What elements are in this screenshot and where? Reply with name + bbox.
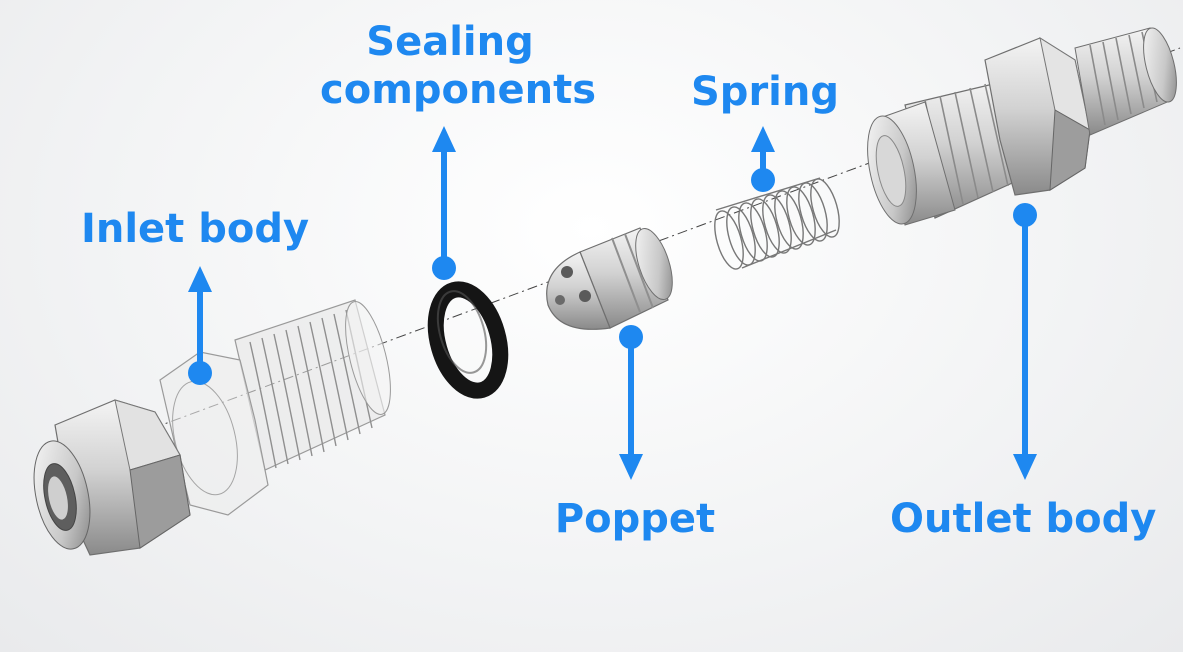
- sealing-label-line2: components: [320, 67, 596, 113]
- inlet-body-callout: [188, 266, 212, 385]
- outlet-body-label: Outlet body: [890, 496, 1157, 542]
- sealing-components-callout: [432, 126, 456, 280]
- poppet-label: Poppet: [554, 496, 716, 542]
- sealing-components-label: Sealing components: [320, 18, 596, 114]
- inlet-body-part: [33, 299, 391, 556]
- poppet-callout: [619, 325, 643, 480]
- outlet-body-part: [867, 27, 1177, 226]
- sealing-label-line1: Sealing: [366, 19, 534, 65]
- inlet-body-label: Inlet body: [80, 206, 310, 252]
- sealing-o-ring-part: [427, 281, 509, 399]
- spring-part: [714, 177, 840, 270]
- spring-callout: [751, 126, 775, 192]
- outlet-body-callout: [1013, 203, 1037, 480]
- spring-label: Spring: [691, 69, 839, 115]
- poppet-part: [546, 227, 673, 330]
